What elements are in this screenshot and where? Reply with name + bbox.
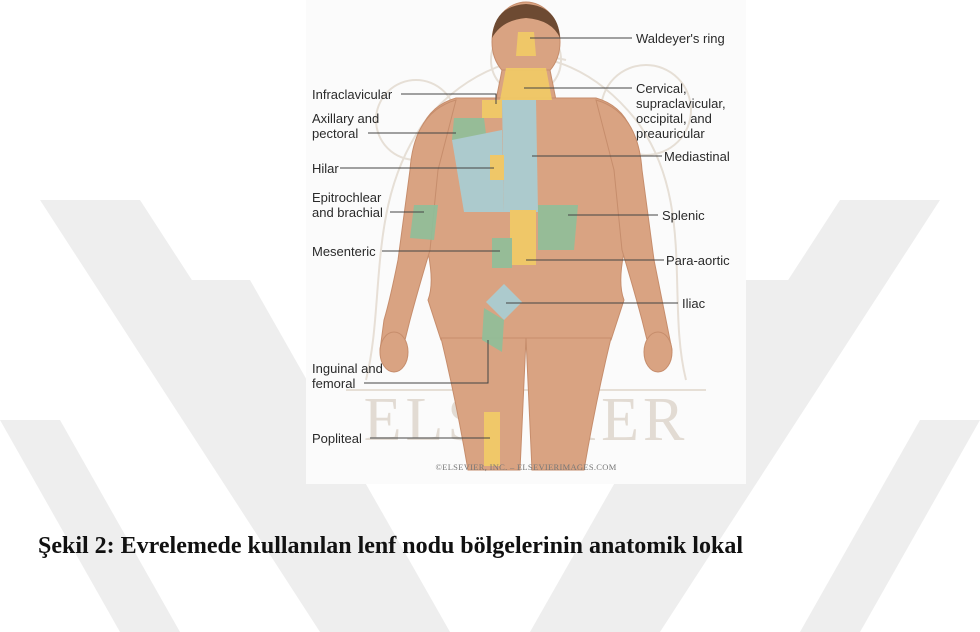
label-axillary-pectoral: Axillary and pectoral — [312, 111, 379, 141]
cervical-region — [500, 68, 552, 100]
label-waldeyers-ring: Waldeyer's ring — [636, 31, 725, 46]
body-illustration: ELSEVIER — [306, 0, 746, 484]
label-mesenteric: Mesenteric — [312, 244, 376, 259]
lymph-node-figure: ELSEVIER — [306, 0, 746, 484]
label-iliac: Iliac — [682, 296, 705, 311]
elsevier-watermark: ELSEVIER — [364, 386, 689, 454]
label-infraclavicular: Infraclavicular — [312, 87, 392, 102]
label-mediastinal: Mediastinal — [664, 149, 730, 164]
label-epitrochlear-brachial: Epitrochlear and brachial — [312, 190, 383, 220]
epitrochlear-region — [410, 205, 438, 240]
infraclavicular-region — [482, 100, 502, 118]
splenic-region — [538, 205, 578, 250]
label-para-aortic: Para-aortic — [666, 253, 730, 268]
copyright-notice: ©ELSEVIER, INC. – ELSEVIERIMAGES.COM — [306, 462, 746, 472]
label-popliteal: Popliteal — [312, 431, 362, 446]
figure-caption: Şekil 2: Evrelemede kullanılan lenf nodu… — [38, 533, 743, 560]
popliteal-region — [484, 412, 500, 466]
label-splenic: Splenic — [662, 208, 705, 223]
label-inguinal-femoral: Inguinal and femoral — [312, 361, 383, 391]
waldeyer-region — [516, 32, 536, 56]
para-aortic-region — [510, 210, 536, 265]
label-hilar: Hilar — [312, 161, 339, 176]
label-cervical: Cervical, supraclavicular, occipital, an… — [636, 81, 726, 141]
mesenteric-region — [492, 238, 512, 268]
